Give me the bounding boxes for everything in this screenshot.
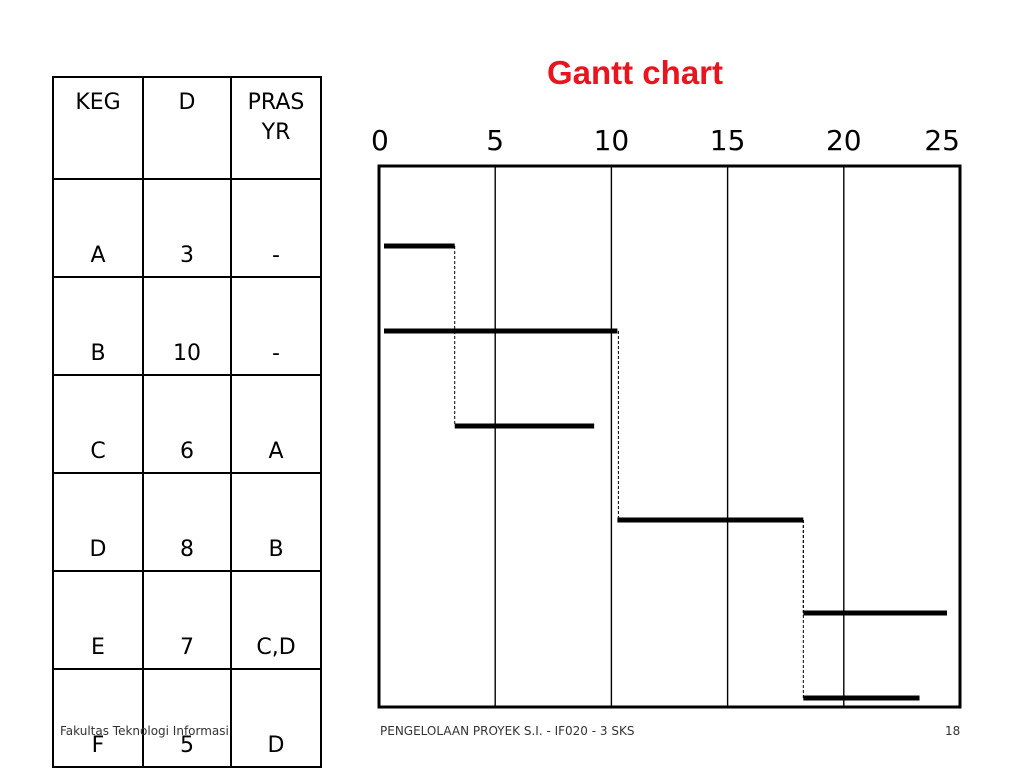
cell-keg: B xyxy=(52,276,144,376)
footer-course: PENGELOLAAN PROYEK S.I. - IF020 - 3 SKS xyxy=(380,724,635,738)
x-tick-label: 20 xyxy=(826,124,862,157)
table-row: C 6 A xyxy=(52,374,322,474)
cell-duration: 8 xyxy=(142,472,232,572)
header-prasyarat: PRAS YR xyxy=(230,76,322,180)
cell-keg: F xyxy=(52,668,144,768)
cell-duration: 10 xyxy=(142,276,232,376)
header-keg: KEG xyxy=(52,76,144,180)
x-tick-label: 15 xyxy=(710,124,746,157)
cell-keg: E xyxy=(52,570,144,670)
cell-prerequisite: - xyxy=(230,276,322,376)
table-row: D 8 B xyxy=(52,472,322,572)
cell-duration: 6 xyxy=(142,374,232,474)
table-row: E 7 C,D xyxy=(52,570,322,670)
cell-keg: C xyxy=(52,374,144,474)
cell-duration: 3 xyxy=(142,178,232,278)
cell-keg: A xyxy=(52,178,144,278)
table-header-row: KEG D PRAS YR xyxy=(52,76,322,180)
x-tick-label: 0 xyxy=(371,124,389,157)
x-tick-label: 10 xyxy=(594,124,630,157)
cell-prerequisite: C,D xyxy=(230,570,322,670)
table-row: F 5 D xyxy=(52,668,322,768)
table-row: A 3 - xyxy=(52,178,322,278)
slide-title: Gantt chart xyxy=(546,54,724,91)
cell-duration: 7 xyxy=(142,570,232,670)
cell-prerequisite: - xyxy=(230,178,322,278)
gantt-chart: 0 5 10 15 20 25 xyxy=(371,124,962,709)
x-tick-label: 5 xyxy=(486,124,504,157)
page-number: 18 xyxy=(945,724,961,738)
chart-frame xyxy=(377,164,962,709)
cell-duration: 5 xyxy=(142,668,232,768)
activity-table: KEG D PRAS YR A 3 - B 10 - C 6 A D 8 B E… xyxy=(52,76,322,768)
table-row: B 10 - xyxy=(52,276,322,376)
cell-prerequisite: A xyxy=(230,374,322,474)
footer-faculty: Fakultas Teknologi Informasi xyxy=(60,724,229,738)
cell-prerequisite: D xyxy=(230,668,322,768)
cell-keg: D xyxy=(52,472,144,572)
cell-prerequisite: B xyxy=(230,472,322,572)
x-tick-label: 25 xyxy=(924,124,960,157)
header-d: D xyxy=(142,76,232,180)
